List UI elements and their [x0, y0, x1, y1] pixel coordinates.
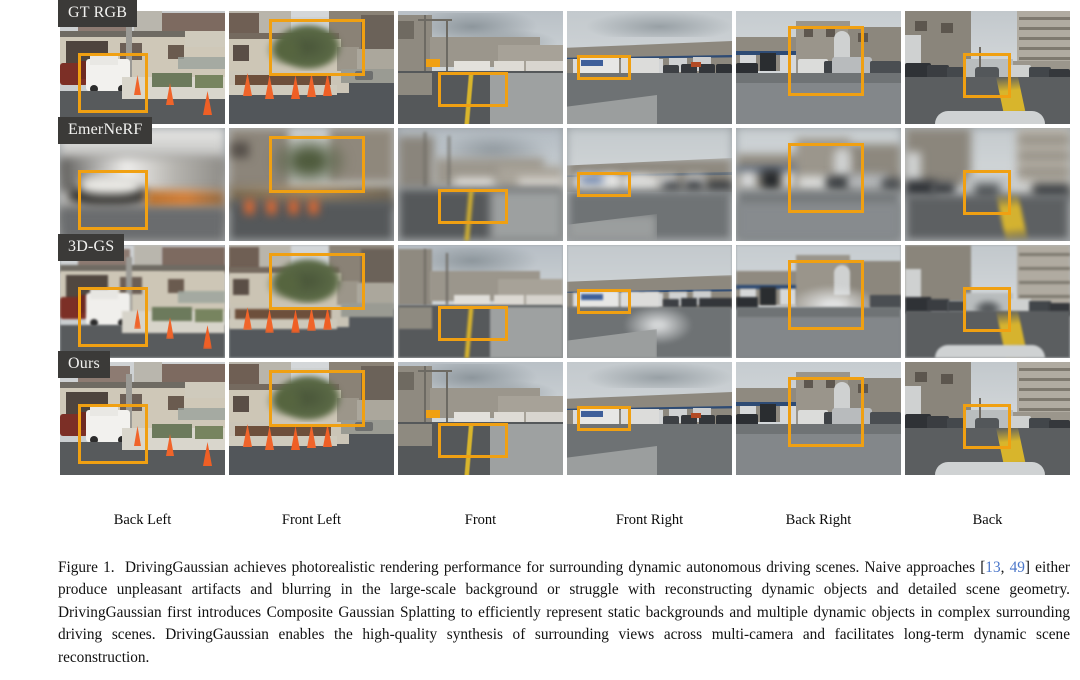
- bbox-highlight: [577, 406, 631, 431]
- bbox-highlight: [788, 260, 864, 330]
- panel-emernerf-back-right: [736, 128, 901, 241]
- bbox-highlight: [78, 404, 148, 464]
- panel-3dgs-front-left: [229, 245, 394, 358]
- panel-emernerf-front-left: [229, 128, 394, 241]
- panel-ours-front: [398, 362, 563, 475]
- panel-ours-back-left: [60, 362, 225, 475]
- figure-caption-text-2: ] either produce unpleasant artifacts an…: [58, 559, 1070, 666]
- bbox-highlight: [438, 189, 508, 224]
- column-label-back-right: Back Right: [785, 512, 852, 528]
- panel-ours-front-left: [229, 362, 394, 475]
- bbox-highlight: [269, 136, 365, 193]
- bbox-highlight: [78, 53, 148, 113]
- bbox-highlight: [438, 72, 508, 107]
- panel-ours-front-right: [567, 362, 732, 475]
- bbox-highlight: [269, 253, 365, 310]
- bbox-highlight: [269, 19, 365, 76]
- bbox-highlight: [963, 53, 1011, 98]
- panel-gt-rgb-front-right: [567, 11, 732, 124]
- bbox-highlight: [963, 287, 1011, 332]
- panel-3dgs-back-left: [60, 245, 225, 358]
- figure-row-3dgs: 3D-GS: [58, 234, 1070, 358]
- column-label-back-left: Back Left: [113, 512, 172, 528]
- panel-ours-back-right: [736, 362, 901, 475]
- column-label-front-right: Front Right: [615, 512, 684, 528]
- panel-3dgs-front-right: [567, 245, 732, 358]
- figure-caption-label: Figure 1.: [58, 559, 115, 576]
- panel-3dgs-front: [398, 245, 563, 358]
- bbox-highlight: [788, 26, 864, 96]
- panel-gt-rgb-back: [905, 11, 1070, 124]
- figure-caption: Figure 1. DrivingGaussian achieves photo…: [58, 557, 1070, 669]
- bbox-highlight: [577, 172, 631, 197]
- panel-gt-rgb-front: [398, 11, 563, 124]
- column-label-front: Front: [464, 512, 497, 528]
- panel-3dgs-back: [905, 245, 1070, 358]
- row-label-ours: Ours: [58, 351, 110, 378]
- row-label-emernerf: EmerNeRF: [58, 117, 153, 144]
- panel-gt-rgb-back-right: [736, 11, 901, 124]
- citation-49[interactable]: 49: [1009, 559, 1025, 576]
- figure-row-ours: Ours: [58, 351, 1070, 475]
- panel-emernerf-back-left: [60, 128, 225, 241]
- bbox-highlight: [963, 170, 1011, 215]
- bbox-highlight: [577, 289, 631, 314]
- figure-row-gt-rgb: GT RGB: [58, 0, 1070, 124]
- column-label-back: Back: [972, 512, 1003, 528]
- bbox-highlight: [438, 306, 508, 341]
- panel-emernerf-back: [905, 128, 1070, 241]
- row-label-gt-rgb: GT RGB: [58, 0, 138, 27]
- bbox-highlight: [788, 143, 864, 213]
- bbox-highlight: [438, 423, 508, 458]
- panel-emernerf-front: [398, 128, 563, 241]
- column-captions: Back Left Front Left Front Front Right B…: [60, 512, 1068, 529]
- bbox-highlight: [577, 55, 631, 80]
- row-label-3dgs: 3D-GS: [58, 234, 125, 261]
- panel-gt-rgb-front-left: [229, 11, 394, 124]
- panel-3dgs-back-right: [736, 245, 901, 358]
- figure-row-emernerf: EmerNeRF: [58, 117, 1070, 241]
- bbox-highlight: [78, 170, 148, 230]
- panel-ours-back: [905, 362, 1070, 475]
- citation-13[interactable]: 13: [985, 559, 1001, 576]
- figure-image-grid: GT RGB: [58, 0, 1070, 479]
- citation-separator: ,: [1000, 559, 1010, 576]
- panel-emernerf-front-right: [567, 128, 732, 241]
- bbox-highlight: [78, 287, 148, 347]
- bbox-highlight: [788, 377, 864, 447]
- figure-caption-text-1: DrivingGaussian achieves photorealistic …: [124, 559, 986, 576]
- panel-gt-rgb-back-left: [60, 11, 225, 124]
- bbox-highlight: [269, 370, 365, 427]
- column-label-front-left: Front Left: [281, 512, 342, 528]
- bbox-highlight: [963, 404, 1011, 449]
